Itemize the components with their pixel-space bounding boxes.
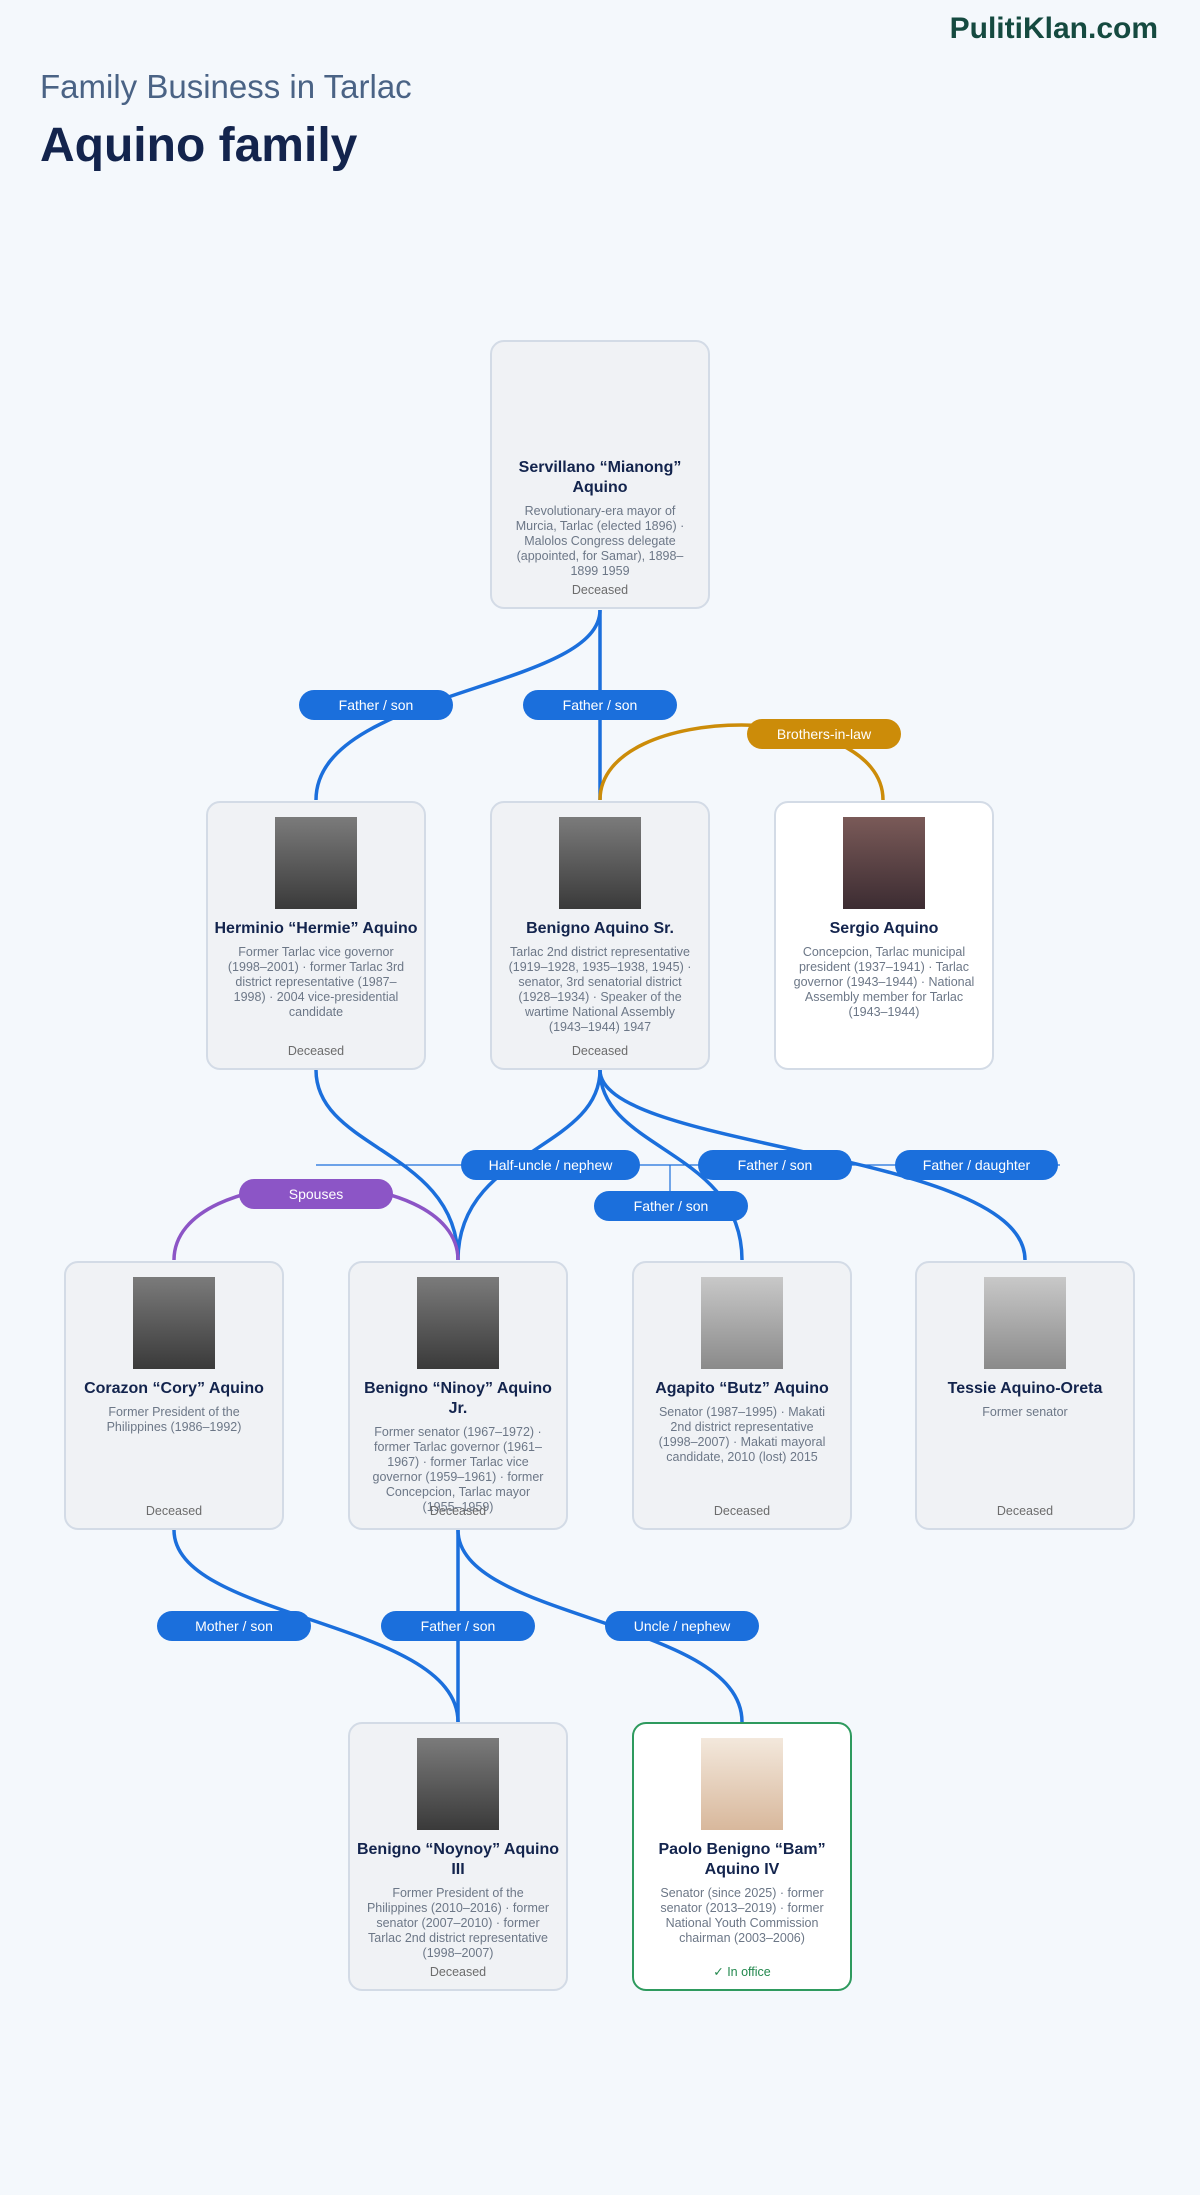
person-name: Corazon “Cory” Aquino (84, 1380, 264, 1397)
person-status: Deceased (571, 1044, 629, 1058)
person-description: Senator (since 2025) · former senator (2… (660, 1886, 824, 1945)
person-status: Deceased (571, 583, 629, 597)
portrait-photo (701, 1738, 783, 1830)
person-card-benigno-sr[interactable]: Benigno Aquino Sr. Tarlac 2nd district r… (490, 801, 710, 1070)
person-name: Tessie Aquino-Oreta (947, 1380, 1103, 1397)
person-name: Benigno Aquino Sr. (526, 920, 674, 937)
person-status: Deceased (429, 1965, 487, 1979)
person-card-cory[interactable]: Corazon “Cory” Aquino Former President o… (64, 1261, 284, 1530)
portrait-photo (984, 1277, 1066, 1369)
person-status: Deceased (996, 1504, 1054, 1518)
page-title: Aquino family (40, 119, 358, 172)
person-card-butz[interactable]: Agapito “Butz” Aquino Senator (1987–1995… (632, 1261, 852, 1530)
person-name: Paolo Benigno “Bam” Aquino IV (658, 1841, 826, 1878)
connector-servillano-hermie (314, 609, 602, 801)
relation-label-ninoy-noynoy: Father / son (381, 1611, 535, 1641)
relation-label-sr-ninoy: Father / son (698, 1150, 852, 1180)
in-office-status: ✓ In office (713, 1965, 771, 1979)
portrait-photo (275, 817, 357, 909)
person-description: Revolutionary-era mayor of Murcia, Tarla… (515, 504, 685, 578)
relation-label-servillano-benigno-sr: Father / son (523, 690, 677, 720)
relation-label-brothers-in-law: Brothers-in-law (747, 719, 901, 749)
person-name: Herminio “Hermie” Aquino (214, 920, 418, 937)
relation-label-sr-butz: Father / son (594, 1191, 748, 1221)
relation-label-spouses: Spouses (239, 1179, 393, 1209)
person-name: Sergio Aquino (829, 920, 939, 937)
person-card-bam[interactable]: Paolo Benigno “Bam” Aquino IV Senator (s… (632, 1722, 852, 1991)
person-card-noynoy[interactable]: Benigno “Noynoy” Aquino III Former Presi… (348, 1722, 568, 1991)
person-description: Tarlac 2nd district representative (1919… (508, 945, 692, 1034)
relation-label-sr-tessie: Father / daughter (895, 1150, 1058, 1180)
person-name: Agapito “Butz” Aquino (655, 1380, 829, 1397)
portrait-photo (701, 1277, 783, 1369)
connector-benigno-sr-sergio (598, 723, 885, 801)
person-description: Former President of the Philippines (201… (366, 1886, 550, 1960)
person-description: Former senator (1967–1972) · former Tarl… (372, 1425, 544, 1514)
portrait-photo (559, 817, 641, 909)
person-card-hermie[interactable]: Herminio “Hermie” Aquino Former Tarlac v… (206, 801, 426, 1070)
relation-label-half-uncle-nephew: Half-uncle / nephew (461, 1150, 640, 1180)
person-description: Concepcion, Tarlac municipal president (… (793, 945, 975, 1019)
photo-placeholder (492, 342, 708, 448)
person-status: Deceased (145, 1504, 203, 1518)
portrait-photo (133, 1277, 215, 1369)
person-status: Deceased (429, 1504, 487, 1518)
person-card-sergio[interactable]: Sergio Aquino Concepcion, Tarlac municip… (774, 801, 994, 1070)
person-description: Former Tarlac vice governor (1998–2001) … (227, 945, 405, 1019)
portrait-photo (417, 1277, 499, 1369)
person-name: Benigno “Noynoy” Aquino III (356, 1841, 560, 1878)
person-status: Deceased (287, 1044, 345, 1058)
relation-label-servillano-hermie: Father / son (299, 690, 453, 720)
connector-hermie-ninoy (314, 1069, 460, 1261)
portrait-photo (417, 1738, 499, 1830)
person-name: Benigno “Ninoy” Aquino Jr. (364, 1380, 552, 1417)
person-card-tessie[interactable]: Tessie Aquino-Oreta Former senator Decea… (915, 1261, 1135, 1530)
relation-label-cory-noynoy: Mother / son (157, 1611, 311, 1641)
person-description: Former President of the Philippines (198… (106, 1405, 242, 1434)
person-status: Deceased (713, 1504, 771, 1518)
person-description: Senator (1987–1995) · Makati 2nd distric… (658, 1405, 826, 1464)
portrait-photo (843, 817, 925, 909)
connector-ninoy-bam (456, 1529, 744, 1723)
person-description: Former senator (982, 1405, 1068, 1419)
person-card-ninoy[interactable]: Benigno “Ninoy” Aquino Jr. Former senato… (348, 1261, 568, 1530)
site-brand[interactable]: PulitiKlan.com (949, 12, 1158, 45)
person-card-servillano[interactable]: Servillano “Mianong” Aquino Revolutionar… (490, 340, 710, 609)
page-subtitle: Family Business in Tarlac (40, 68, 412, 105)
person-name: Servillano “Mianong” Aquino (518, 459, 682, 496)
relation-label-uncle-nephew: Uncle / nephew (605, 1611, 759, 1641)
connector-sr-butz (598, 1069, 744, 1261)
connector-cory-noynoy (172, 1529, 460, 1723)
